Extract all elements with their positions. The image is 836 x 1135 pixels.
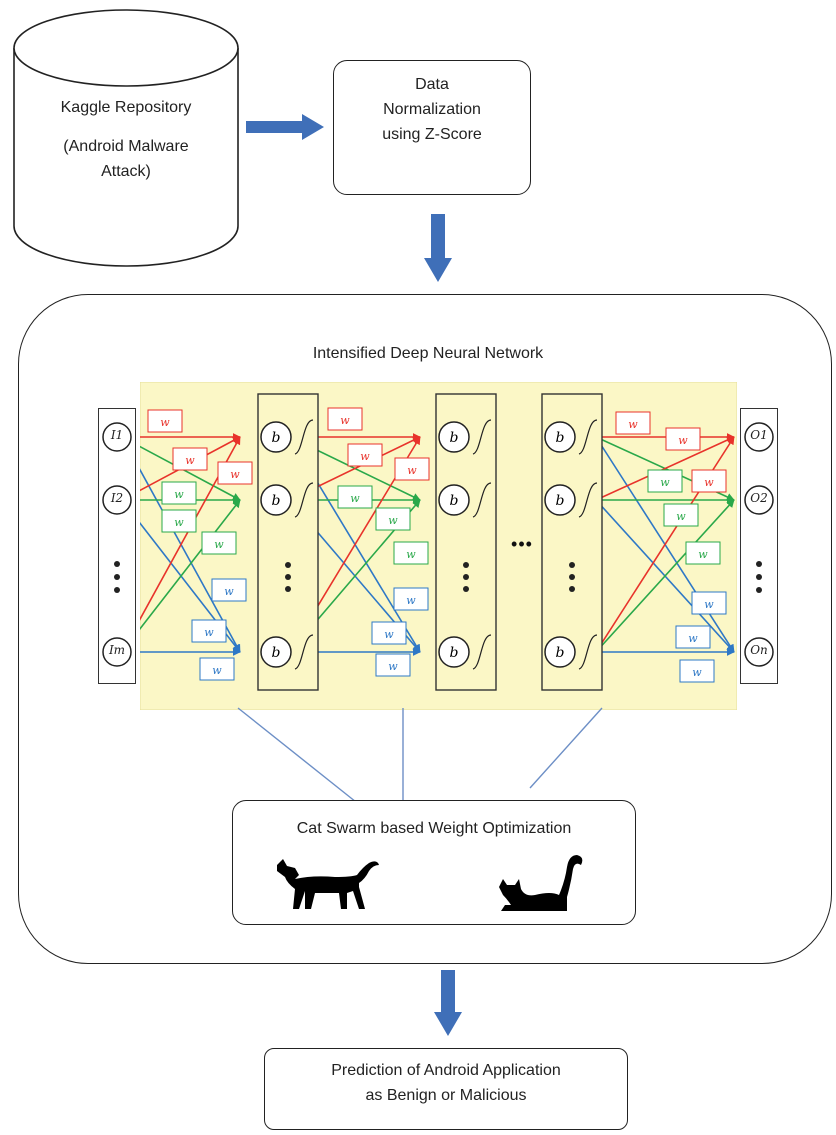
input-node-2-label: I2 [110, 491, 124, 505]
svg-text:w: w [160, 416, 170, 429]
normalization-line3: using Z-Score [382, 125, 482, 143]
hidden-layer-2: b b b [435, 393, 497, 691]
normalization-line1: Data [415, 76, 449, 93]
svg-text:w: w [214, 538, 224, 551]
svg-text:w: w [174, 516, 184, 529]
model-container [18, 294, 832, 964]
svg-text:w: w [676, 510, 686, 523]
svg-text:b: b [556, 645, 565, 661]
svg-text:w: w [230, 468, 240, 481]
walking-cat-icon [277, 859, 379, 909]
prediction-box: Prediction of Android Application as Ben… [264, 1048, 628, 1130]
svg-text:w: w [360, 450, 370, 463]
svg-text:w: w [628, 418, 638, 431]
svg-text:w: w [660, 476, 670, 489]
svg-text:w: w [406, 548, 416, 561]
arrow-down-icon [434, 970, 462, 1036]
weight-labels: w w w w w w w w w w w w w w w w w w w w … [147, 407, 727, 683]
svg-text:w: w [350, 492, 360, 505]
output-nodes [744, 422, 774, 667]
input-nodes [102, 422, 132, 667]
neural-network-diagram: w w w w w w w w w w w w w w w w w w w w … [140, 382, 737, 710]
optimizer-links [237, 707, 603, 803]
svg-text:w: w [704, 476, 714, 489]
svg-text:b: b [556, 430, 565, 446]
svg-text:w: w [678, 434, 688, 447]
normalization-box: Data Normalization using Z-Score [333, 60, 531, 195]
source-name: Kaggle Repository [60, 99, 192, 116]
svg-text:w: w [224, 585, 234, 598]
optimizer-title: Cat Swarm based Weight Optimization [296, 820, 572, 837]
layers-ellipsis: ••• [511, 534, 533, 554]
svg-text:b: b [556, 493, 565, 509]
svg-text:b: b [272, 645, 281, 661]
input-node-1-label: I1 [110, 428, 124, 442]
prediction-line2: as Benign or Malicious [365, 1086, 527, 1104]
svg-text:w: w [204, 626, 214, 639]
svg-text:b: b [450, 493, 459, 509]
svg-text:w: w [388, 514, 398, 527]
svg-text:w: w [688, 632, 698, 645]
source-subtitle-line1: (Android Malware [63, 137, 189, 155]
svg-text:w: w [384, 628, 394, 641]
output-node-2-label: O2 [750, 491, 768, 505]
svg-text:w: w [406, 594, 416, 607]
svg-text:w: w [388, 660, 398, 673]
output-node-n-label: On [750, 643, 768, 657]
svg-text:w: w [185, 454, 195, 467]
svg-text:b: b [272, 430, 281, 446]
arrow-right-icon [246, 114, 324, 140]
output-node-1-label: O1 [750, 428, 768, 442]
svg-text:w: w [704, 598, 714, 611]
svg-text:w: w [407, 464, 417, 477]
prediction-line1: Prediction of Android Application [331, 1062, 561, 1079]
svg-text:w: w [692, 666, 702, 679]
svg-text:b: b [450, 430, 459, 446]
svg-text:w: w [174, 488, 184, 501]
arrow-down-icon [424, 214, 452, 282]
network-title: Intensified Deep Neural Network [312, 345, 544, 362]
svg-text:w: w [340, 414, 350, 427]
hidden-layer-1: b b b [257, 393, 319, 691]
hidden-layer-l: b b b [541, 393, 603, 691]
normalization-line2: Normalization [383, 100, 481, 118]
svg-text:b: b [272, 493, 281, 509]
output-layer [740, 408, 778, 684]
input-node-m-label: Im [108, 643, 126, 657]
svg-text:w: w [212, 664, 222, 677]
cat-swarm-optimizer-box: Cat Swarm based Weight Optimization [232, 800, 636, 925]
cylinder-shape [13, 9, 239, 267]
kaggle-repository-cylinder: Kaggle Repository (Android Malware Attac… [12, 6, 240, 268]
svg-text:w: w [698, 548, 708, 561]
sitting-cat-icon [499, 855, 583, 911]
svg-text:b: b [450, 645, 459, 661]
source-subtitle-line2: Attack) [101, 162, 151, 180]
